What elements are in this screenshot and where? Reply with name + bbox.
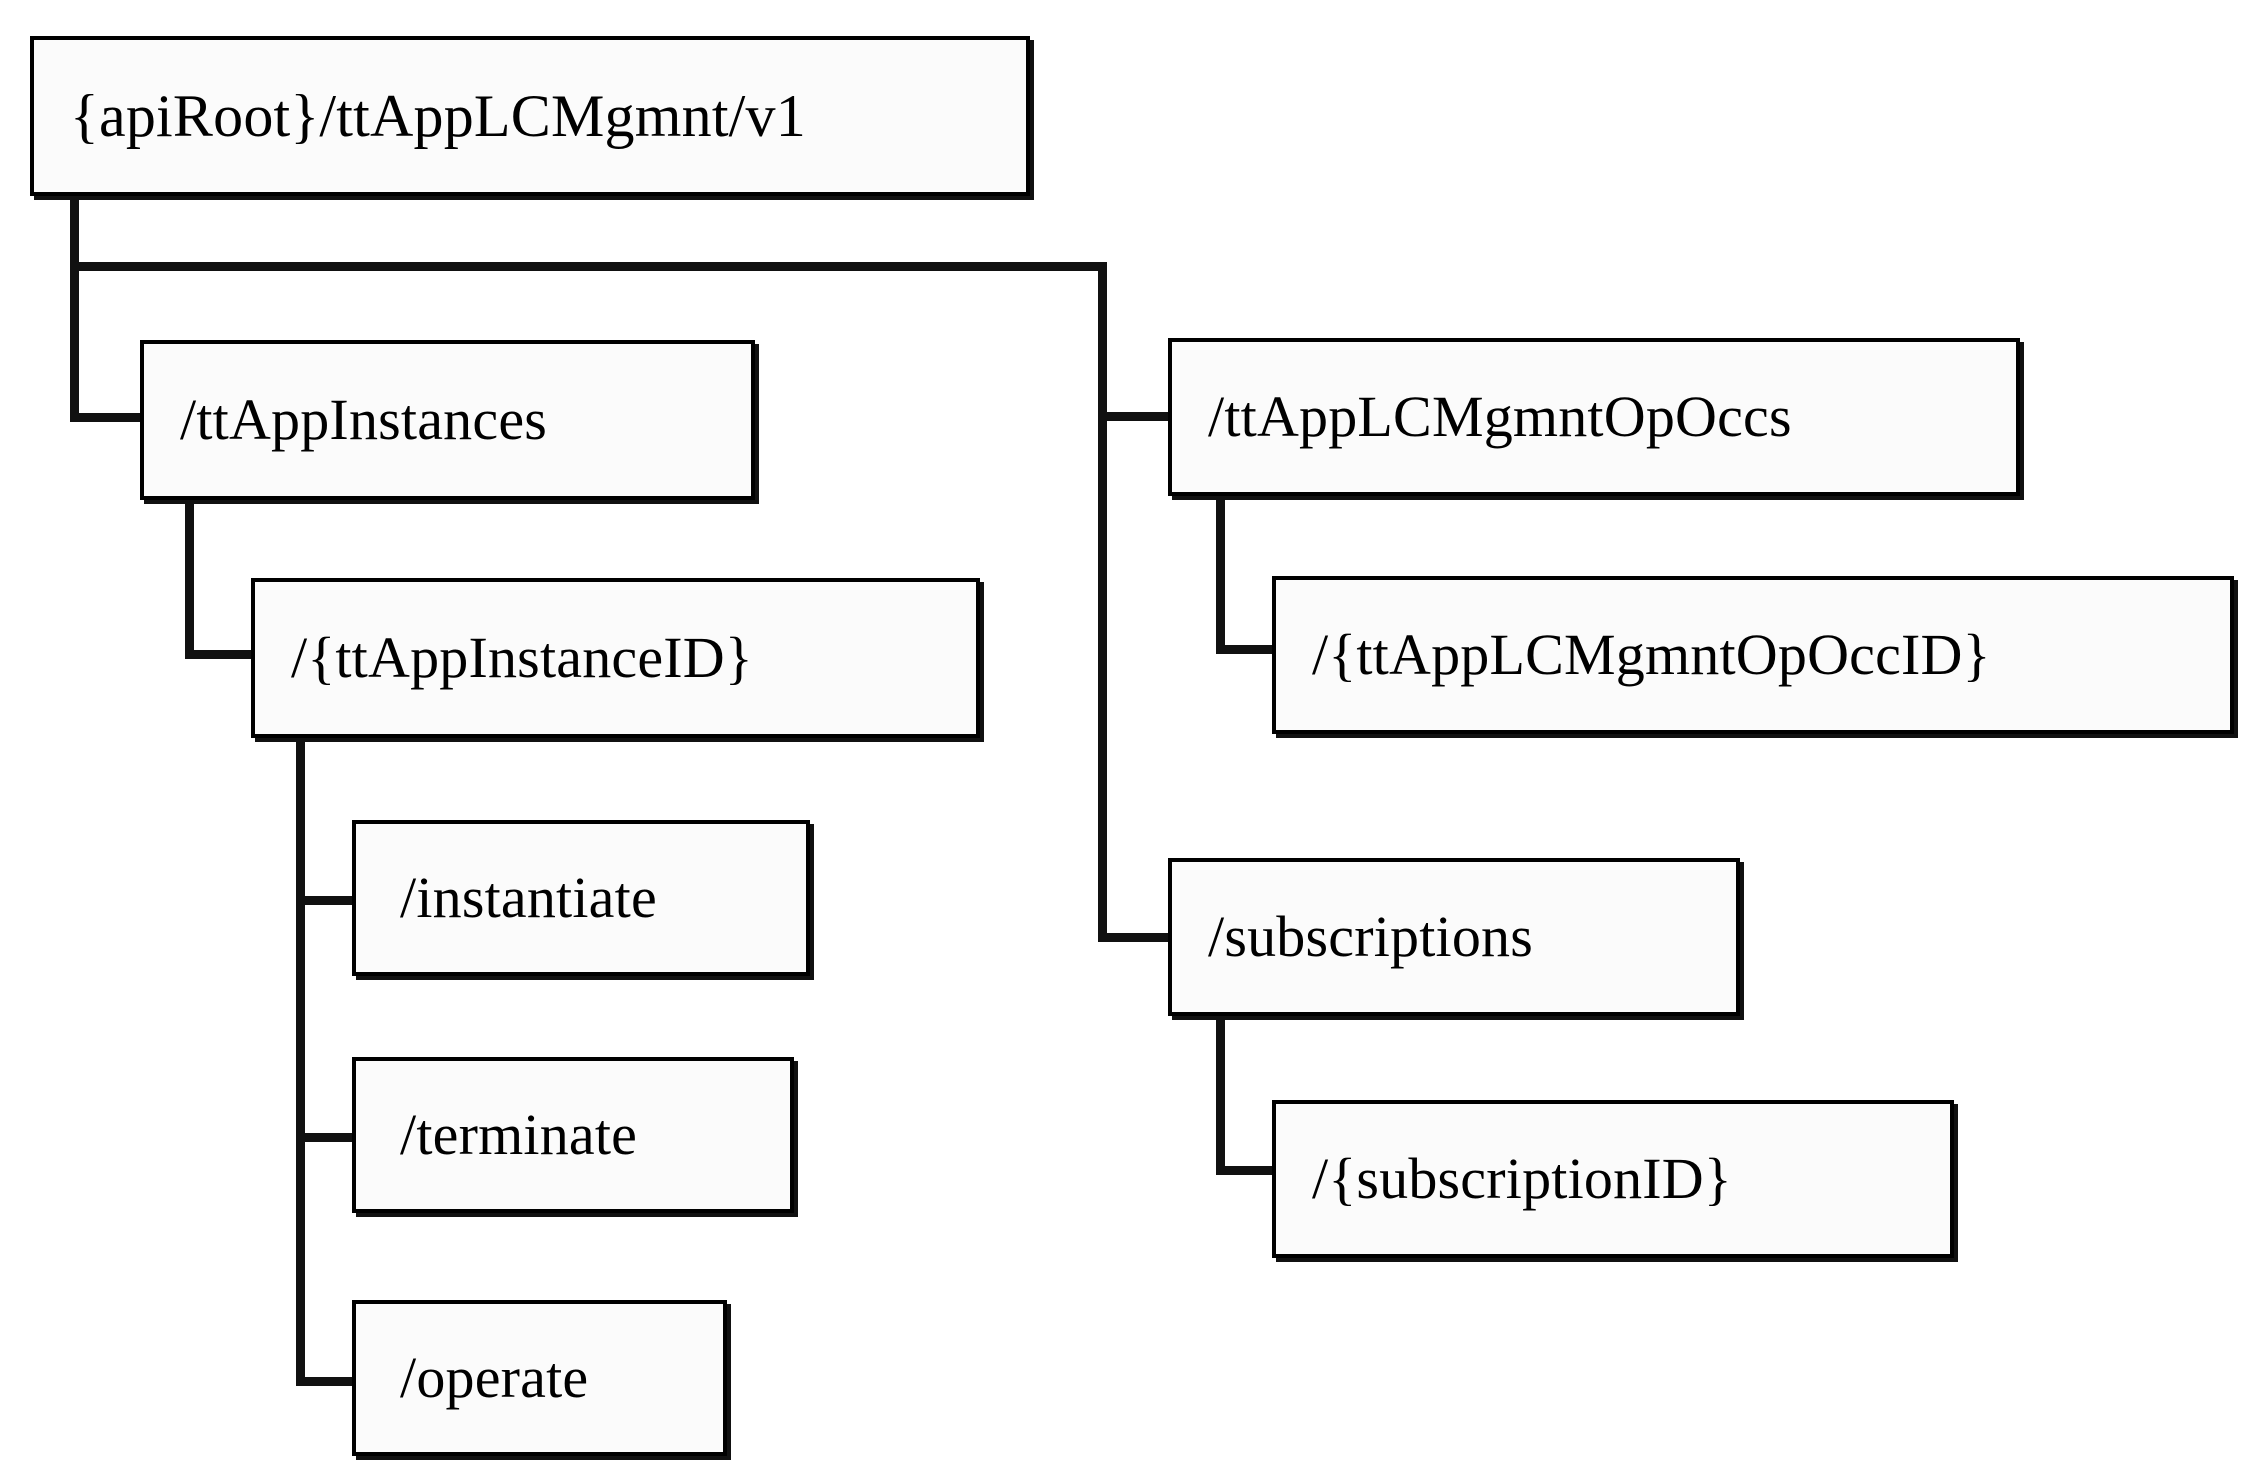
- node-subscription-id[interactable]: /{subscriptionID}: [1272, 1100, 1954, 1258]
- node-tt-app-lcmgmnt-op-occs-label: /ttAppLCMgmntOpOccs: [1208, 383, 1792, 449]
- node-tt-app-instances-label: /ttAppInstances: [180, 386, 548, 452]
- edge-instanceid-to-operate: [296, 1377, 366, 1386]
- node-operate[interactable]: /operate: [352, 1300, 727, 1456]
- edge-subscriptions-to-subscriptionid: [1216, 1166, 1288, 1175]
- node-subscriptions-label: /subscriptions: [1208, 903, 1534, 969]
- edge-subscriptions-spine: [1216, 1014, 1225, 1174]
- edge-root-left-spine: [70, 262, 79, 422]
- node-terminate-label: /terminate: [400, 1101, 638, 1167]
- edge-instanceid-to-instantiate: [296, 896, 366, 905]
- edge-instanceid-spine: [296, 738, 305, 1386]
- node-subscription-id-label: /{subscriptionID}: [1312, 1145, 1732, 1211]
- node-tt-app-instance-id-label: /{ttAppInstanceID}: [291, 624, 753, 690]
- edge-root-spine: [70, 196, 79, 270]
- node-instantiate[interactable]: /instantiate: [352, 820, 810, 976]
- edge-right-to-subscriptions: [1098, 933, 1178, 942]
- edge-opoccs-to-opoccid: [1216, 645, 1288, 654]
- node-tt-app-lcmgmnt-op-occ-id-label: /{ttAppLCMgmntOpOccID}: [1312, 621, 1991, 687]
- node-api-root-label: {apiRoot}/ttAppLCMgmnt/v1: [70, 82, 806, 149]
- edge-instanceid-to-terminate: [296, 1133, 366, 1142]
- node-instantiate-label: /instantiate: [400, 864, 657, 930]
- edge-root-bus: [70, 262, 1107, 271]
- node-tt-app-lcmgmnt-op-occs[interactable]: /ttAppLCMgmntOpOccs: [1168, 338, 2020, 496]
- edge-right-to-opoccs: [1098, 412, 1178, 421]
- edge-right-spine: [1098, 262, 1107, 942]
- edge-root-to-instances: [70, 413, 150, 422]
- node-operate-label: /operate: [400, 1344, 589, 1410]
- node-tt-app-instances[interactable]: /ttAppInstances: [140, 340, 755, 500]
- node-subscriptions[interactable]: /subscriptions: [1168, 858, 1740, 1016]
- node-terminate[interactable]: /terminate: [352, 1057, 794, 1213]
- node-api-root[interactable]: {apiRoot}/ttAppLCMgmnt/v1: [30, 36, 1030, 196]
- node-tt-app-lcmgmnt-op-occ-id[interactable]: /{ttAppLCMgmntOpOccID}: [1272, 576, 2234, 734]
- node-tt-app-instance-id[interactable]: /{ttAppInstanceID}: [251, 578, 980, 738]
- edge-instances-spine: [185, 500, 194, 658]
- edge-opoccs-spine: [1216, 493, 1225, 653]
- edge-instances-to-instanceid: [185, 650, 260, 659]
